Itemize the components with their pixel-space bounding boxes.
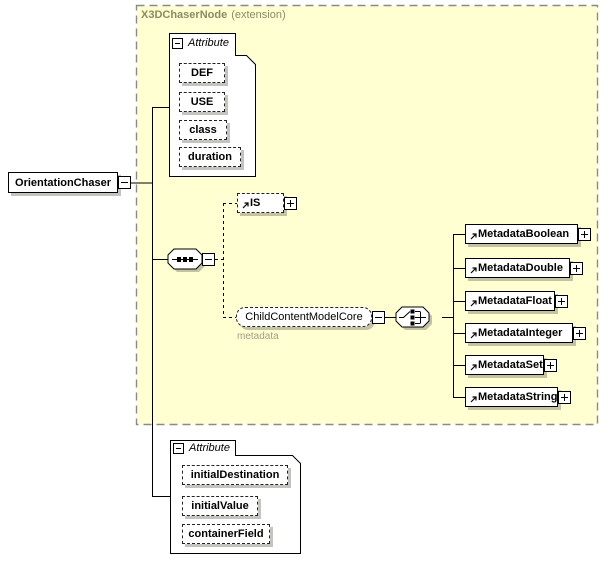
dashed-connectors (215, 203, 237, 318)
attribute-label: USE (190, 96, 214, 108)
element-label: OrientationChaser (15, 176, 111, 189)
choice-icon (399, 309, 426, 326)
childcontentmodelcore-collapse-toggle[interactable] (372, 311, 385, 324)
attribute-group-bottom-collapse-toggle[interactable] (173, 443, 184, 454)
sequence-collapse-toggle[interactable] (202, 253, 215, 266)
attribute-label: initialDestination (190, 469, 280, 481)
metadatastring-expand-toggle[interactable] (558, 391, 571, 404)
element-label: MetadataInteger (478, 327, 563, 339)
attribute-label: class (189, 124, 217, 136)
attribute-group-top-collapse-toggle[interactable] (172, 38, 183, 49)
element-label: MetadataBoolean (478, 228, 570, 240)
element-metadatastring[interactable]: MetadataString (465, 387, 558, 407)
ne-arrow-icon (470, 267, 477, 274)
ne-arrow-icon (470, 233, 477, 240)
ne-arrow-icon (470, 300, 477, 307)
attribute-label: containerField (188, 528, 264, 540)
ne-arrow-icon (242, 202, 249, 209)
attribute-initialvalue[interactable]: initialValue (182, 496, 258, 516)
extension-suffix: (extension) (231, 9, 286, 21)
attribute-duration[interactable]: duration (179, 147, 241, 167)
ne-arrow-icon (470, 396, 477, 403)
extension-region-title: X3DChaserNode(extension) (141, 9, 286, 21)
group-childcontentmodelcore[interactable]: ChildContentModelCore (236, 307, 372, 327)
metadatafloat-expand-toggle[interactable] (555, 295, 568, 308)
element-metadatadouble[interactable]: MetadataDouble (465, 258, 570, 278)
metadatadouble-expand-toggle[interactable] (570, 262, 583, 275)
extension-base-type: X3DChaserNode (141, 9, 228, 21)
attribute-label: initialValue (191, 500, 249, 512)
sequence-icon (172, 257, 198, 262)
element-metadataset[interactable]: MetadataSet (465, 355, 544, 375)
attribute-group-top-label: Attribute (188, 37, 229, 49)
metadatainteger-expand-toggle[interactable] (573, 327, 586, 340)
element-orientationchaser[interactable]: OrientationChaser (8, 172, 118, 193)
solid-connectors (131, 107, 465, 497)
attribute-class[interactable]: class (179, 120, 227, 140)
attribute-label: DEF (191, 67, 213, 79)
metadataset-expand-toggle[interactable] (544, 359, 557, 372)
attribute-def[interactable]: DEF (179, 63, 225, 83)
ne-arrow-icon (470, 332, 477, 339)
attribute-containerfield[interactable]: containerField (182, 524, 270, 544)
choice-indicator (395, 306, 432, 330)
attribute-group-bottom-label: Attribute (189, 442, 230, 454)
element-label: MetadataDouble (478, 262, 563, 274)
element-metadatafloat[interactable]: MetadataFloat (465, 291, 555, 311)
attribute-label: duration (188, 151, 232, 163)
orientationchaser-collapse-toggle[interactable] (118, 176, 131, 189)
element-label: MetadataSet (478, 359, 543, 371)
element-label: IS (250, 197, 261, 209)
ccmc-caption: metadata (237, 331, 279, 342)
attribute-initialdestination[interactable]: initialDestination (182, 465, 288, 485)
element-label: MetadataFloat (478, 295, 552, 307)
ne-arrow-icon (470, 364, 477, 371)
element-is[interactable]: IS (237, 193, 284, 213)
metadataboolean-expand-toggle[interactable] (578, 228, 591, 241)
element-metadataboolean[interactable]: MetadataBoolean (465, 224, 578, 244)
element-label: MetadataString (478, 391, 558, 403)
group-label: ChildContentModelCore (245, 311, 363, 323)
attribute-use[interactable]: USE (179, 92, 225, 112)
is-expand-toggle[interactable] (284, 197, 297, 210)
element-metadatainteger[interactable]: MetadataInteger (465, 323, 573, 343)
sequence-indicator (167, 248, 205, 272)
